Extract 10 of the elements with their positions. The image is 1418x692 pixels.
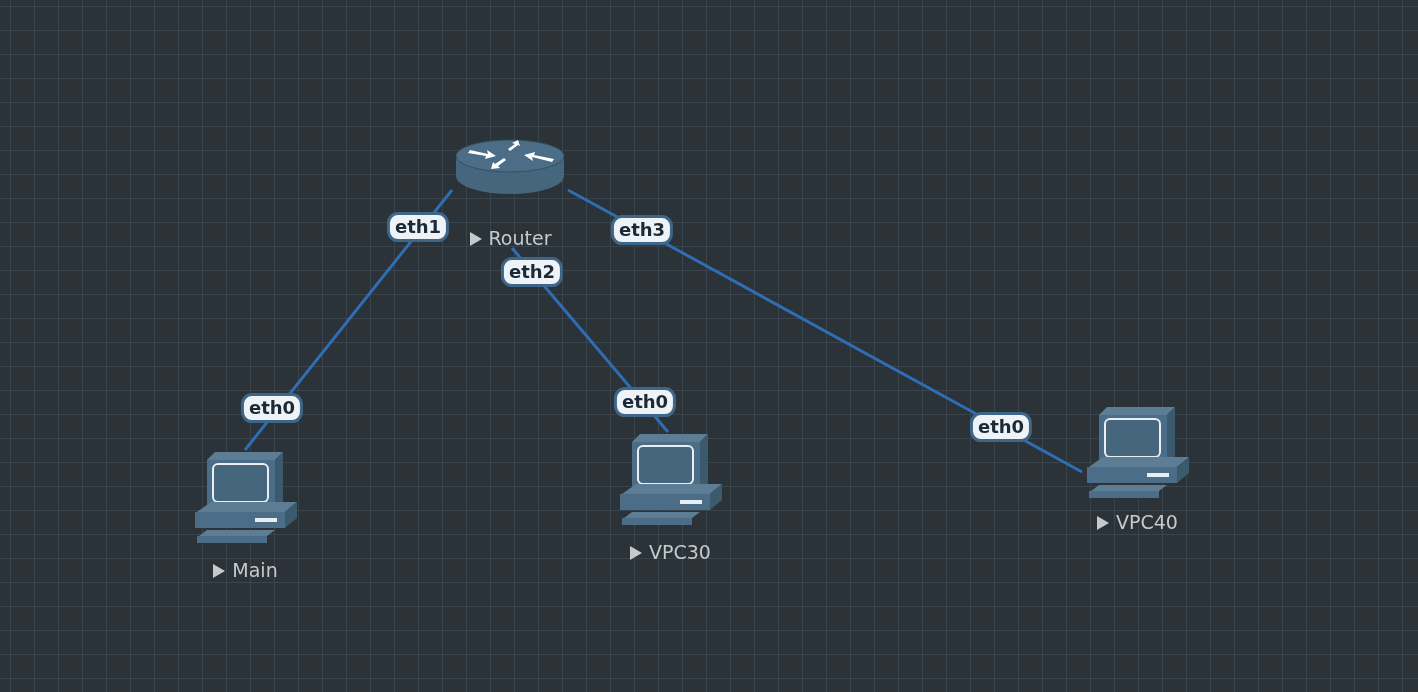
interface-label: eth1 xyxy=(386,212,450,242)
device-name: VPC30 xyxy=(649,543,711,562)
interface-label: eth3 xyxy=(610,215,674,245)
interface-label: eth0 xyxy=(969,412,1033,442)
interface-label: eth2 xyxy=(500,257,564,287)
interface-label: eth0 xyxy=(240,393,304,423)
device-name: Router xyxy=(488,229,552,248)
device-name: VPC40 xyxy=(1116,513,1178,532)
interface-label: eth0 xyxy=(613,387,677,417)
device-name: Main xyxy=(232,561,278,580)
